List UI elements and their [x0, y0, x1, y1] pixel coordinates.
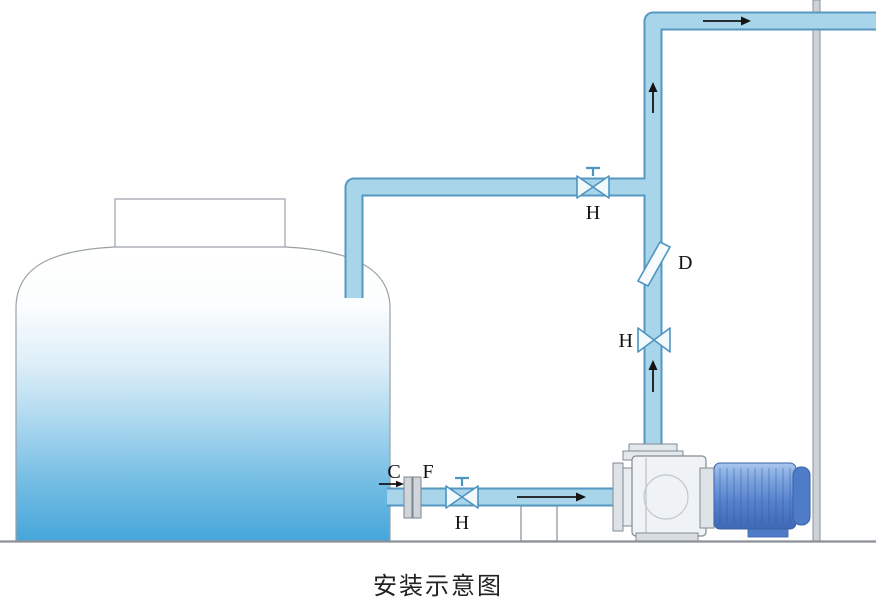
label-mid-valve: H: [619, 330, 633, 352]
label-top-valve: H: [586, 202, 600, 224]
valve-body-icon: [637, 327, 671, 353]
diagram-caption: 安装示意图: [373, 573, 503, 600]
right-wall: [812, 0, 821, 542]
valve-body-icon: [576, 175, 610, 199]
flange-plate-right: [412, 476, 422, 519]
flow-arrow-suction: [517, 492, 586, 502]
valve-suction-h: [445, 476, 479, 509]
flange-f: [403, 476, 422, 519]
storage-tank: [15, 246, 391, 542]
arrow-head-icon: [648, 82, 658, 92]
flange-plate-left: [403, 476, 413, 519]
valve-handle-icon: [455, 476, 469, 486]
tank-cap: [114, 198, 286, 249]
label-check-valve: D: [678, 252, 692, 274]
arrow-head-icon: [396, 480, 404, 488]
motor-fins: [719, 468, 791, 524]
label-flange: F: [422, 461, 433, 483]
valve-mid-h: [637, 327, 671, 353]
motor-end-cap: [792, 466, 811, 526]
flow-arrow-outlet: [379, 480, 404, 488]
pump-inlet-flange: [612, 462, 624, 532]
label-tank-outlet: C: [387, 461, 400, 483]
arrow-head-icon: [648, 360, 658, 370]
pipe-tank-run-body: [346, 179, 656, 298]
pump-casing: [631, 455, 707, 537]
flow-arrow-riser-upper: [648, 82, 658, 113]
arrow-head-icon: [741, 16, 751, 26]
pump-inlet-neck: [622, 467, 633, 527]
flow-arrow-top: [703, 16, 751, 26]
valve-body-icon: [445, 485, 479, 509]
arrow-head-icon: [576, 492, 586, 502]
pipe-tank-run-outline: [344, 177, 656, 298]
pump-bearing-frame: [699, 467, 715, 529]
valve-handle-icon: [586, 166, 600, 176]
check-valve-d: [636, 240, 672, 288]
pump-base: [635, 532, 699, 542]
pipe-riser-outline: [643, 11, 876, 452]
pump-volute-detail: [643, 474, 689, 520]
motor-foot: [747, 528, 789, 538]
valve-top-h: [576, 166, 610, 199]
pipe-support: [520, 505, 558, 542]
label-suction-valve: H: [455, 512, 469, 534]
pipe-riser-body: [645, 13, 876, 452]
pump: [612, 443, 811, 542]
flow-arrow-riser-lower: [648, 360, 658, 392]
